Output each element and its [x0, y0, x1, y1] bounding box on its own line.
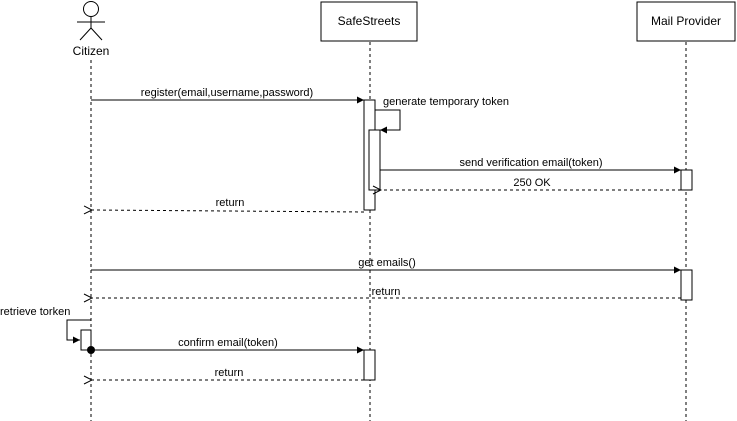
confirm-email-label: confirm email(token): [178, 337, 278, 349]
send-verification-label: send verification email(token): [459, 157, 602, 169]
citizen-label: Citizen: [73, 44, 110, 58]
mail-provider-label: Mail Provider: [651, 14, 721, 28]
actor-head-icon: [83, 1, 99, 17]
mail-provider-activation-1: [680, 169, 693, 191]
safestreets-activation-nested: [368, 129, 381, 191]
mail-provider-header: [636, 1, 736, 42]
confirm-return-label: return: [215, 367, 244, 379]
citizen-actor: [77, 1, 105, 41]
register-return-label: return: [216, 197, 245, 209]
safestreets-activation-2: [363, 349, 376, 381]
emails-return-label: return: [372, 286, 401, 298]
generate-token-label: generate temporary token: [383, 96, 509, 108]
mail-provider-activation-2: [680, 269, 693, 301]
citizen-activation: [80, 329, 92, 351]
ok-return-label: 250 OK: [513, 177, 551, 189]
get-emails-label: get emails(): [358, 257, 415, 269]
generate-token-arrow: [375, 109, 401, 134]
retrieve-token-arrow: [66, 319, 91, 344]
retrieve-token-label: retrieve torken: [0, 306, 70, 318]
safestreets-label: SafeStreets: [338, 14, 401, 28]
register-label: register(email,username,password): [141, 87, 313, 99]
safestreets-header: [320, 1, 418, 42]
register-return-arrow: [92, 210, 365, 212]
